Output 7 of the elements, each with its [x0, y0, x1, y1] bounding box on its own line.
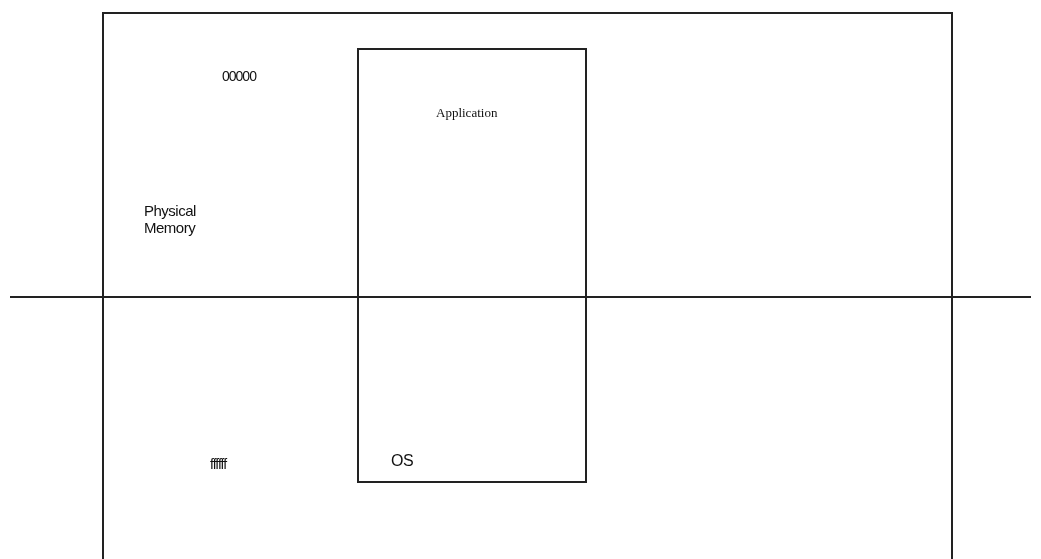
address-label: 00000	[222, 68, 256, 84]
region-label: OS	[391, 452, 415, 470]
region-label: Application	[436, 105, 499, 121]
memory-box	[102, 12, 953, 559]
memory-label: Physical Memory	[144, 202, 197, 236]
memory-region-box	[357, 48, 587, 483]
address-label: ffffff	[210, 456, 227, 472]
